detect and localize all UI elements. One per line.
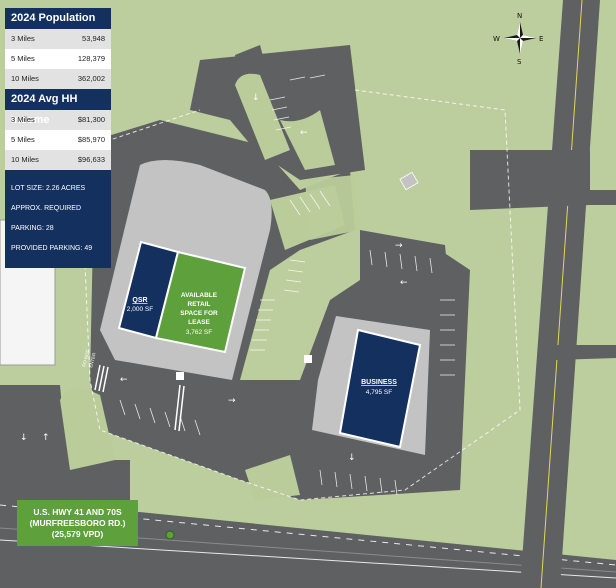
highway-alt-name: (MURFREESBORO RD.) [29,517,126,528]
compass-s: S [517,58,522,66]
direction-arrows: ↓ ← → ← ← → ↓ ↓ ↑ [20,93,408,463]
highway-name: U.S. HWY 41 AND 70S [33,506,122,517]
building-retail-available [154,250,247,354]
parking-stripes [119,74,455,496]
business-size: 4,795 SF [366,389,392,396]
lot-size: LOT SIZE: 2.26 ACRES [11,185,86,192]
population-row: 3 Miles 53,948 [5,29,111,49]
lot-info: LOT SIZE: 2.26 ACRES APPROX. REQUIRED PA… [5,170,111,268]
retail-size: 3,762 SF [186,329,212,336]
svg-text:↓: ↓ [348,453,356,463]
svg-text:↑: ↑ [42,433,50,443]
svg-text:←: ← [400,278,408,288]
compass-e: E [539,35,543,43]
highway-traffic-count: (25,579 VPD) [51,528,104,539]
demographics-panel: 2024 Population 3 Miles 53,948 5 Miles 1… [5,8,111,268]
compass-rose: N S E W [493,12,543,66]
svg-text:→: → [395,241,403,251]
retail-label-4: LEASE [188,319,210,326]
population-row: 5 Miles 128,379 [5,49,111,69]
income-row: 10 Miles $96,633 [5,150,111,170]
retail-label-3: SPACE FOR [180,310,218,317]
retail-label-2: RETAIL [188,301,211,308]
svg-text:→: → [228,396,236,406]
building-business [338,328,422,449]
do-not-enter-marking: DO NOT ENTER [81,349,97,368]
income-row: 5 Miles $85,970 [5,130,111,150]
compass-n: N [517,12,522,20]
population-row: 10 Miles 362,002 [5,69,111,89]
svg-text:DO NOT: DO NOT [81,349,90,367]
svg-text:←: ← [120,375,128,385]
population-title: 2024 Population [5,8,111,29]
svg-text:↓: ↓ [252,93,260,103]
income-row: 3 Miles $81,300 [5,110,111,130]
income-title: 2024 Avg HH Income [5,89,111,126]
highway-label: U.S. HWY 41 AND 70S (MURFREESBORO RD.) (… [17,500,138,546]
pylon-sign [165,530,175,540]
lot-parking-required: APPROX. REQUIRED [11,205,82,212]
compass-w: W [493,35,500,43]
lot-parking-required-count: PARKING: 28 [11,225,54,232]
lot-parking-provided: PROVIDED PARKING: 49 [11,245,93,252]
highway [0,498,616,588]
retail-label-1: AVAILABLE [181,292,218,299]
side-road [520,0,600,588]
svg-text:↓: ↓ [20,433,28,443]
svg-text:←: ← [300,128,308,138]
property-boundary [79,89,521,501]
qsr-label: QSR [132,297,147,304]
business-label: BUSINESS [361,379,397,386]
qsr-size: 2,000 SF [127,306,153,313]
crosswalk [94,364,185,432]
svg-text:ENTER: ENTER [88,351,97,368]
